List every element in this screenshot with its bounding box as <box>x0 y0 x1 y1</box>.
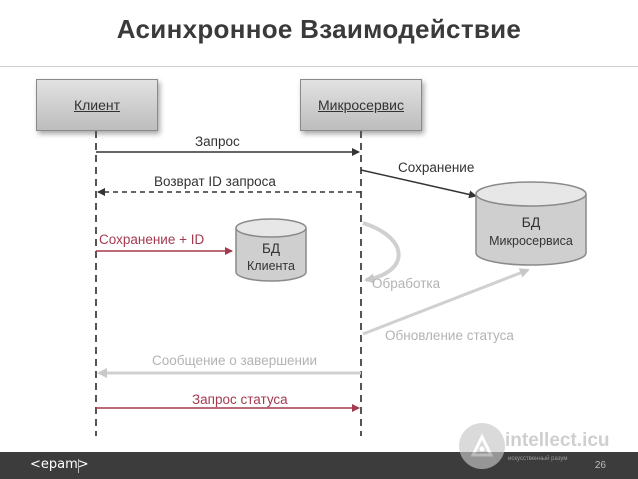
client-db-subtitle: Клиента <box>247 259 295 273</box>
epam-logo: <epam> <box>30 457 89 472</box>
service-db-cylinder <box>475 181 587 266</box>
save-label: Сохранение <box>398 160 475 175</box>
processing-label: Обработка <box>372 276 441 291</box>
watermark-subtext: искусственный разум <box>508 456 568 462</box>
page-number: 26 <box>594 460 606 471</box>
watermark-badge <box>459 423 505 469</box>
status-request-label: Запрос статуса <box>192 392 288 407</box>
watermark-text: intellect.icu <box>505 430 610 451</box>
request-label: Запрос <box>195 134 240 149</box>
save-arrow <box>360 169 477 199</box>
service-db-title: БД <box>521 214 541 230</box>
completion-label: Сообщение о завершении <box>152 353 318 368</box>
status-update-label: Обновление статуса <box>385 328 514 343</box>
return-id-label: Возврат ID запроса <box>154 174 276 189</box>
logo-divider <box>78 459 79 473</box>
title-divider <box>0 66 638 67</box>
processing-loop-arrow <box>362 221 401 284</box>
service-db-subtitle: Микросервиса <box>489 234 573 248</box>
watermark-icon <box>470 433 494 457</box>
status-update-arrow <box>362 268 530 336</box>
footer-bar: <epam> 26 <box>0 452 638 479</box>
actor-microservice: Микросервис <box>300 79 422 131</box>
save-id-label: Сохранение + ID <box>99 232 205 247</box>
slide-title: Асинхронное Взаимодействие <box>116 14 522 44</box>
client-db-cylinder <box>235 218 307 282</box>
actor-client: Клиент <box>36 79 158 131</box>
client-db-title: БД <box>261 241 280 256</box>
